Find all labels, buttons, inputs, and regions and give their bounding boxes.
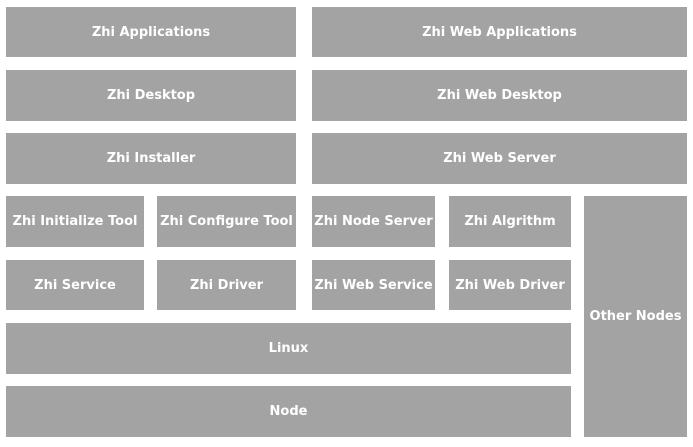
zhi-web-server-block: Zhi Web Server xyxy=(312,133,687,184)
node-block: Node xyxy=(6,386,571,437)
zhi-applications-block: Zhi Applications xyxy=(6,7,296,57)
other-nodes-block: Other Nodes xyxy=(584,196,687,437)
zhi-web-service-block: Zhi Web Service xyxy=(312,260,435,310)
zhi-web-desktop-block: Zhi Web Desktop xyxy=(312,70,687,121)
zhi-configure-tool-block: Zhi Configure Tool xyxy=(157,196,296,247)
zhi-installer-block: Zhi Installer xyxy=(6,133,296,184)
zhi-initialize-tool-block: Zhi Initialize Tool xyxy=(6,196,144,247)
zhi-node-server-block: Zhi Node Server xyxy=(312,196,435,247)
zhi-web-driver-block: Zhi Web Driver xyxy=(449,260,571,310)
zhi-service-block: Zhi Service xyxy=(6,260,144,310)
linux-block: Linux xyxy=(6,323,571,374)
zhi-algrithm-block: Zhi Algrithm xyxy=(449,196,571,247)
zhi-desktop-block: Zhi Desktop xyxy=(6,70,296,121)
zhi-driver-block: Zhi Driver xyxy=(157,260,296,310)
zhi-web-applications-block: Zhi Web Applications xyxy=(312,7,687,57)
